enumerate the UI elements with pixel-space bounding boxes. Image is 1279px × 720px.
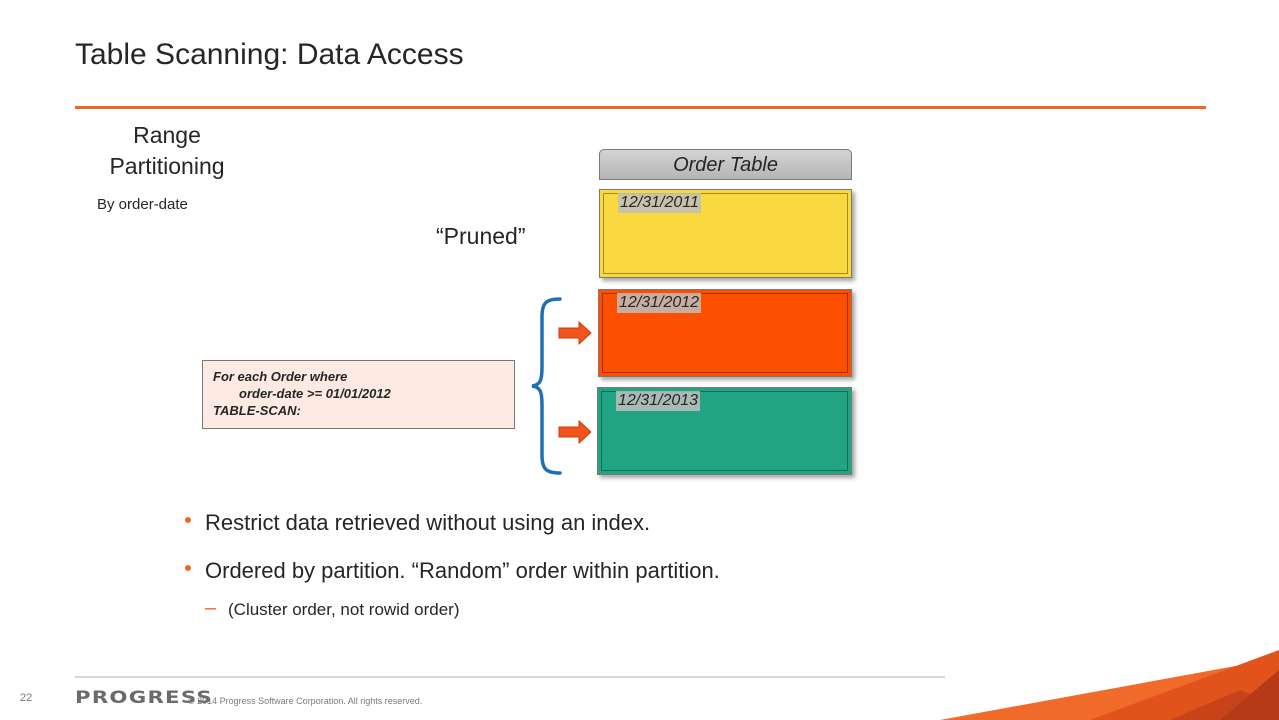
bullet-dot-icon [185, 517, 191, 523]
partition-inner-border [602, 293, 848, 373]
partition-key-label: By order-date [97, 196, 188, 213]
query-line-1: For each Order where [213, 369, 348, 384]
partition-2013: 12/31/2013 [597, 387, 852, 475]
page-number: 22 [20, 692, 33, 704]
partition-date-label: 12/31/2011 [618, 193, 701, 213]
partition-date-label: 12/31/2013 [616, 391, 701, 411]
progress-logo: PROGRESS [75, 688, 213, 708]
query-code-box: For each Order where order-date >= 01/01… [202, 360, 515, 429]
query-line-3: TABLE-SCAN: [213, 403, 301, 418]
range-partitioning-heading: Range Partitioning [109, 122, 225, 179]
arrow-right-icon [558, 420, 592, 444]
slide-title: Table Scanning: Data Access [75, 38, 464, 71]
arrow-right-icon [558, 321, 592, 345]
curly-brace-icon [531, 297, 562, 475]
copyright-notice: © 2014 Progress Software Corporation. Al… [188, 696, 423, 706]
pruned-label: “Pruned” [436, 223, 526, 249]
query-line-2: order-date >= 01/01/2012 [239, 386, 391, 401]
bullet-dot-icon [185, 565, 191, 571]
bullet-text: Restrict data retrieved without using an… [205, 510, 651, 535]
partition-inner-border [601, 391, 848, 471]
partition-date-label: 12/31/2012 [617, 293, 702, 313]
partition-inner-border [603, 193, 848, 274]
bullet-text: Ordered by partition. “Random” order wit… [205, 558, 720, 583]
partition-2011: 12/31/2011 [599, 189, 852, 278]
decorative-corner-graphic [940, 650, 1279, 720]
title-divider [75, 106, 1206, 109]
dash-icon: – [205, 597, 217, 619]
sub-bullet-text: (Cluster order, not rowid order) [228, 600, 460, 619]
order-table-header: Order Table [599, 149, 852, 180]
partition-2012: 12/31/2012 [598, 289, 852, 377]
footer-divider [75, 676, 945, 678]
